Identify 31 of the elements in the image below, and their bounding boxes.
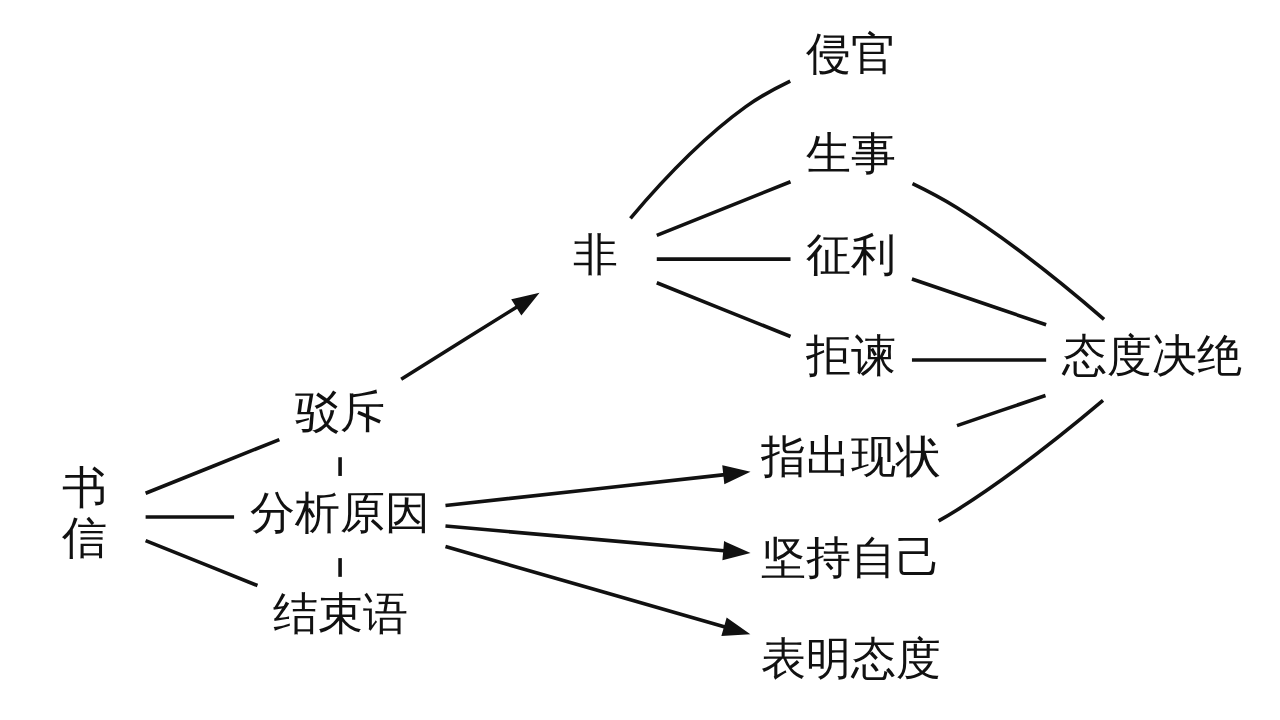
connector bbox=[655, 281, 791, 339]
node-text: 拒谏 bbox=[805, 329, 896, 383]
node-text: 生事 bbox=[805, 127, 896, 181]
node-text: 侵官 bbox=[805, 26, 896, 80]
connector bbox=[145, 515, 234, 519]
connector bbox=[337, 558, 342, 577]
arrow bbox=[399, 292, 540, 381]
node-text: 态度决绝 bbox=[1061, 329, 1242, 383]
node-text: 结束语 bbox=[272, 587, 408, 641]
node-text: 书信 bbox=[61, 461, 107, 564]
connector bbox=[656, 257, 790, 261]
connector bbox=[628, 79, 791, 220]
arrow bbox=[444, 544, 750, 636]
node-text: 指出现状 bbox=[760, 430, 941, 484]
node-text: 分析原因 bbox=[249, 486, 430, 540]
arrow bbox=[444, 465, 751, 508]
connector bbox=[911, 182, 1105, 321]
connector bbox=[910, 277, 1047, 327]
node-text: 征利 bbox=[805, 228, 896, 282]
arrow bbox=[444, 524, 751, 561]
node-text: 非 bbox=[572, 228, 618, 282]
connector bbox=[144, 437, 280, 495]
connector bbox=[955, 393, 1046, 428]
connector bbox=[144, 538, 258, 588]
connector bbox=[655, 180, 791, 238]
connector bbox=[937, 399, 1104, 523]
connector bbox=[911, 358, 1046, 362]
node-text: 表明态度 bbox=[760, 631, 941, 685]
connector bbox=[337, 457, 342, 476]
node-text: 坚持自己 bbox=[760, 530, 941, 584]
node-text: 驳斥 bbox=[294, 385, 385, 439]
